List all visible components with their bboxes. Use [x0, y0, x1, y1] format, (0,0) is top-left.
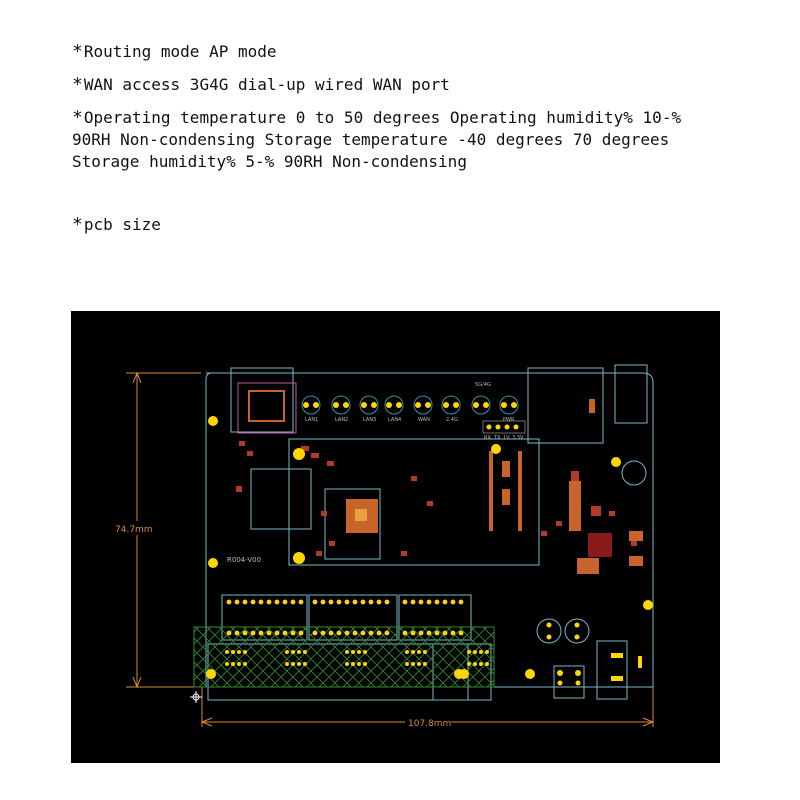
mounting-holes [206, 416, 653, 679]
power-jack [557, 653, 642, 686]
origin-marker-icon [190, 691, 202, 703]
bullet-star: * [72, 214, 83, 235]
spec-text: WAN access 3G4G dial-up wired WAN port [83, 75, 450, 94]
rj45-pins [225, 650, 489, 666]
svg-text:5G/4G: 5G/4G [475, 382, 491, 388]
inductor [588, 533, 612, 557]
board-revision-label: R004-V00 [227, 556, 261, 564]
connector-keepout-hatch [193, 626, 495, 688]
svg-text:LAN3: LAN3 [363, 417, 376, 423]
svg-text:RX: RX [484, 435, 491, 441]
svg-text:LAN4: LAN4 [388, 417, 401, 423]
bullet-star: * [72, 41, 83, 62]
svg-text:PWR: PWR [503, 417, 515, 423]
svg-text:2.4G: 2.4G [446, 417, 458, 423]
bullet-star: * [72, 74, 83, 95]
svg-text:TX: TX [493, 435, 501, 441]
sd-card-slot [237, 382, 297, 434]
spec-pcb-size: *pcb size [72, 214, 161, 236]
led-row: LAN1 LAN2 LAN3 LAN4 WAN 2.4G 5G/4G PWR [301, 382, 519, 423]
spec-wan-access: *WAN access 3G4G dial-up wired WAN port [72, 74, 450, 96]
uart-header: RX TX 1V 3.3V [482, 420, 526, 441]
spec-environment: *Operating temperature 0 to 50 degrees O… [72, 107, 692, 173]
svg-text:LAN2: LAN2 [335, 417, 348, 423]
spec-text: pcb size [83, 215, 161, 234]
spec-routing-mode: *Routing mode AP mode [72, 41, 277, 63]
smd-components [236, 441, 637, 556]
width-dimension-label: 107.8mm [408, 719, 451, 729]
svg-text:3.3V: 3.3V [512, 435, 524, 441]
svg-text:LAN1: LAN1 [305, 417, 318, 423]
svg-text:WAN: WAN [418, 417, 430, 423]
electrolytic-capacitors [536, 460, 647, 644]
bullet-star: * [72, 107, 83, 128]
spec-text: Routing mode AP mode [83, 42, 277, 61]
height-dimension-label: 74.7mm [115, 525, 153, 535]
svg-text:1V: 1V [503, 435, 510, 441]
pcb-layout-image: 74.7mm 107.8mm [71, 311, 720, 763]
spec-text: Operating temperature 0 to 50 degrees Op… [72, 108, 682, 171]
pin-header-rows [226, 599, 464, 636]
